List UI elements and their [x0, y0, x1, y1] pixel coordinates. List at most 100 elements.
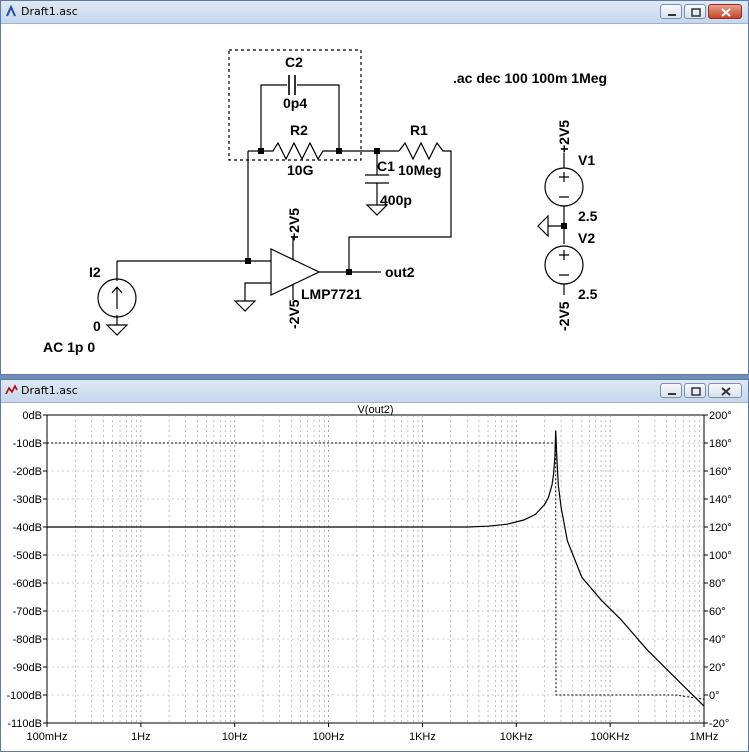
wire-feedback-input [247, 150, 271, 262]
v2-value: 2.5 [578, 286, 598, 302]
y-right-tick-label: 180° [709, 438, 732, 450]
schematic-close-button[interactable] [708, 4, 742, 19]
c2-value: 0p4 [283, 95, 307, 111]
y-right-tick-label: 200° [709, 410, 732, 422]
close-icon [721, 387, 731, 396]
restore-icon [691, 8, 701, 17]
r1-symbol[interactable] [348, 141, 452, 271]
v1-name: V1 [578, 152, 595, 168]
ground-i2-icon [105, 324, 129, 336]
plot-window-title: Draft1.asc [21, 384, 78, 397]
i2-value: 0 [93, 318, 101, 334]
r2-value: 10G [287, 162, 314, 178]
y-right-tick-label: 80° [709, 578, 726, 590]
restore-icon [691, 387, 701, 396]
c2-symbol[interactable] [288, 75, 296, 95]
v1-value: 2.5 [578, 208, 598, 224]
ground-c1-icon [365, 204, 389, 216]
y-left-tick-label: -80dB [13, 634, 42, 646]
plot-title[interactable]: V(out2) [357, 404, 393, 416]
wire-i2-input [116, 260, 248, 325]
y-right-tick-label: 100° [709, 550, 732, 562]
y-left-tick-label: -50dB [13, 550, 42, 562]
v1-symbol[interactable] [544, 167, 584, 207]
x-tick-label: 10Hz [222, 731, 248, 743]
plot-window[interactable]: Draft1.asc 0dB -10dB -20dB -30dB -40dB -50dB -… [0, 379, 749, 752]
y-right-tick-label: 160° [709, 466, 732, 478]
y-left-tick-label: -20dB [13, 466, 42, 478]
opamp-symbol[interactable] [270, 248, 321, 296]
y-right-tick-label: 40° [709, 634, 726, 646]
opamp-model: LMP7721 [301, 286, 362, 302]
schematic-app-icon [6, 5, 16, 17]
y-left-tick-label: -110dB [7, 718, 42, 730]
i2-arrow-icon [111, 286, 123, 309]
close-icon [721, 8, 731, 17]
y-right-tick-label: 60° [709, 606, 726, 618]
x-tick-label: 100mHz [27, 731, 68, 743]
magnitude-trace[interactable] [47, 430, 705, 707]
bode-plot[interactable]: 0dB -10dB -20dB -30dB -40dB -50dB -60dB -70dB -8… [1, 403, 748, 752]
plot-area[interactable] [46, 414, 705, 724]
v1-polarity-icon [559, 172, 569, 198]
y-right-tick-label: -20° [709, 718, 729, 730]
schematic-drawing[interactable]: C2 0p4 R2 10G R1 10Meg C1 400p .ac dec 1… [3, 25, 746, 372]
c2-wires [260, 84, 340, 151]
v2-polarity-icon [559, 250, 569, 276]
schematic-window[interactable]: Draft1.asc [0, 0, 749, 375]
c2-name: C2 [285, 54, 303, 70]
schematic-restore-button[interactable] [684, 4, 706, 19]
ground-opamp-icon [233, 300, 257, 312]
v1-net-label: +2V5 [556, 120, 572, 153]
y-left-tick-label: -10dB [13, 438, 42, 450]
y-right-tick-label: 20° [709, 662, 726, 674]
opamp-vminus-label: -2V5 [286, 299, 302, 329]
y-right-tick-label: 120° [709, 522, 732, 534]
plot-minimize-button[interactable] [660, 383, 682, 398]
schematic-canvas[interactable]: C2 0p4 R2 10G R1 10Meg C1 400p .ac dec 1… [3, 25, 746, 372]
y-left-tick-label: -100dB [7, 690, 42, 702]
v2-name: V2 [578, 230, 595, 246]
schematic-minimize-button[interactable] [660, 4, 682, 19]
c1-value: 400p [380, 192, 412, 208]
y-right-tick-label: 0° [709, 690, 720, 702]
i2-symbol[interactable] [97, 278, 137, 318]
x-tick-label: 1Hz [131, 731, 151, 743]
y-right-tick-label: 140° [709, 494, 732, 506]
x-tick-label: 100KHz [591, 731, 630, 743]
schematic-window-title: Draft1.asc [21, 5, 78, 18]
junction-dots [245, 148, 567, 275]
plot-restore-button[interactable] [684, 383, 706, 398]
x-tick-label: 100Hz [313, 731, 345, 743]
r2-name: R2 [290, 122, 308, 138]
feedback-group-box [228, 49, 362, 161]
ground-v-icon [537, 214, 564, 238]
c1-name: C1 [377, 158, 395, 174]
y-left-tick-label: -40dB [13, 522, 42, 534]
i2-name: I2 [89, 264, 101, 280]
plot-titlebar[interactable]: Draft1.asc [1, 380, 748, 403]
r1-value: 10Meg [398, 162, 442, 178]
x-tick-label: 10KHz [500, 731, 533, 743]
opamp-vplus-label: +2V5 [286, 208, 302, 241]
wire-noninv-ground [244, 282, 271, 301]
r2-symbol[interactable] [261, 141, 339, 161]
v2-net-label: -2V5 [556, 301, 572, 331]
out-label: out2 [385, 264, 415, 280]
r1-name: R1 [410, 122, 428, 138]
plot-close-button[interactable] [708, 383, 742, 398]
y-left-tick-label: -70dB [13, 606, 42, 618]
ac-directive[interactable]: .ac dec 100 100m 1Meg [453, 70, 607, 86]
i2-ac-spec: AC 1p 0 [43, 339, 95, 355]
y-left-tick-label: -30dB [13, 494, 42, 506]
y-left-tick-label: -90dB [13, 662, 42, 674]
minimize-icon [668, 393, 676, 395]
schematic-titlebar[interactable]: Draft1.asc [1, 1, 748, 24]
y-left-tick-label: 0dB [22, 410, 42, 422]
x-tick-label: 1KHz [409, 731, 436, 743]
c1-symbol[interactable] [365, 151, 389, 205]
waveform-app-icon [5, 384, 18, 395]
x-tick-label: 1MHz [690, 731, 719, 743]
minimize-icon [668, 14, 676, 16]
y-left-tick-label: -60dB [13, 578, 42, 590]
